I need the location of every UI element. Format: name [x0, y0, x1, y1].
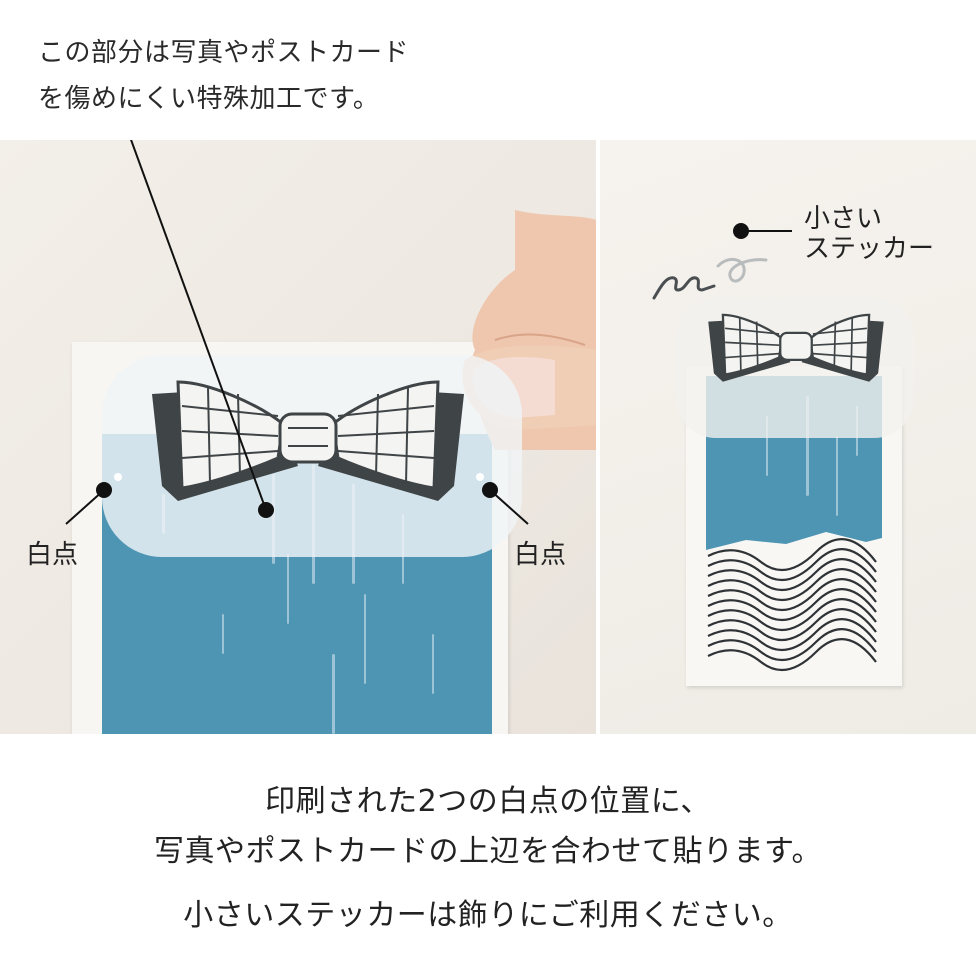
bow-icon [152, 380, 464, 501]
swirl-sticker-icons [652, 258, 768, 300]
small-sticker-label: 小さい ステッカー [804, 204, 935, 264]
top-annotation-line2: を傷めにくい特殊加工です。 [38, 84, 380, 114]
pointer-dot-left [96, 482, 112, 498]
caption-line1: 印刷された2つの白点の位置に、 [265, 784, 711, 819]
white-dot-left [114, 473, 122, 481]
pointer-dot-sleeve [258, 502, 274, 518]
top-annotation: この部分は写真やポストカード を傷めにくい特殊加工です。 [38, 30, 409, 122]
top-annotation-line1: この部分は写真やポストカード [38, 38, 410, 68]
pointer-line-small-sticker [746, 230, 792, 232]
white-dot-label-left: 白点 [26, 540, 79, 570]
left-photo: 白点 白点 [0, 140, 596, 734]
white-dot-label-right: 白点 [514, 540, 567, 570]
pointer-dot-right [482, 482, 498, 498]
pointer-lines [65, 140, 529, 525]
pointer-dot-small-sticker [733, 223, 749, 239]
caption-line2: 写真やポストカードの上辺を合わせて貼ります。 [154, 834, 822, 869]
small-bow-icon [708, 313, 884, 382]
wave-pattern [706, 532, 882, 672]
white-dot-right [476, 473, 484, 481]
caption-line3: 小さいステッカーは飾りにご利用ください。 [183, 898, 793, 933]
